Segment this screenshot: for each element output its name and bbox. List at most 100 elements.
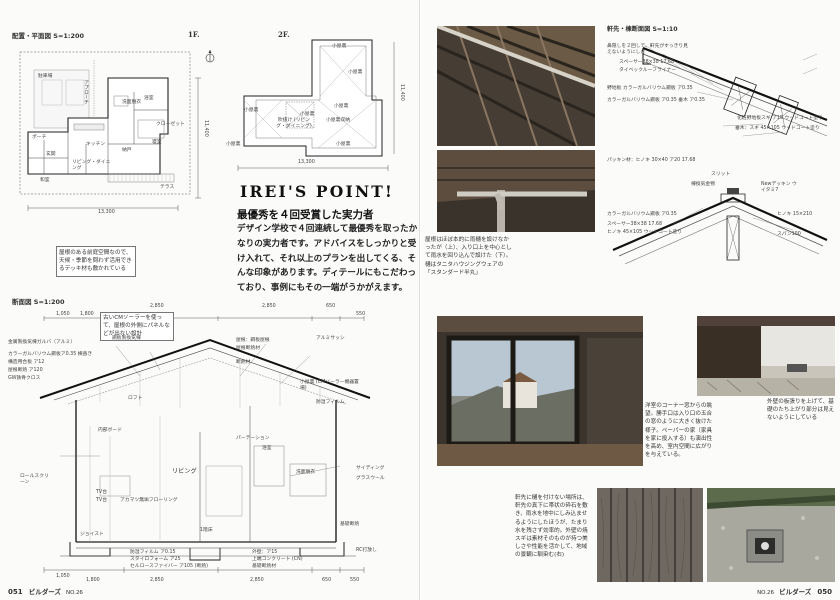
point-headline: 最優秀を４回受賞した実力者	[237, 209, 374, 221]
photo-gutter	[437, 150, 595, 232]
plan-note: 屋根のある前庭空間なので、天候・季節を問わず活用できるデッキ材も敷かれている	[56, 246, 136, 277]
plan-room-bedroom: 寝室	[152, 140, 162, 145]
plan-room-bath: 浴室	[144, 96, 154, 101]
detail-label-top-0: 鼻隠しを２回して、軒先がすっきり見えないようにした	[607, 44, 688, 55]
section-callout-r-insul: 断熱材	[236, 360, 251, 365]
plan2-room-a: 小屋裏	[332, 44, 347, 49]
section-note-concrete: 上端コンクリート (CN)	[252, 557, 303, 562]
section-dim-bot-6: 550	[350, 578, 360, 583]
detail-label-top-6: 化粧野地板スギ ア15 ウッドコート塗り	[737, 116, 823, 121]
detail-label-top-2: タイベックルーフライナー	[619, 68, 677, 73]
photo-eave-underside	[437, 26, 595, 146]
footer-issue-right: NO.26	[757, 590, 775, 596]
plan2-room-g: 小屋裏収納	[326, 118, 350, 123]
section-room-loft: ロフト	[128, 396, 143, 401]
plan-room-porch: ポーチ	[32, 135, 47, 140]
footer-issue: NO.26	[65, 590, 83, 596]
caption-base-wall: 外壁の板張りを上げて、基礎のたち上がり部分は見えないようにしている	[767, 399, 835, 422]
section-room-partition: パーテーション	[236, 436, 270, 441]
detail-label-bot-6: ヒノキ 45×105 ウッドコート塗り	[607, 230, 683, 235]
photo-wood-siding	[597, 488, 703, 582]
floor-plan-2f	[237, 39, 395, 171]
section-dim-top-5: 650	[326, 304, 336, 309]
section-callout-r-siding: サイディング	[356, 466, 385, 471]
footer-magazine: ビルダーズ	[28, 588, 61, 596]
section-callout-r-attic: 小屋裏 (CMソーラー機器置場)	[300, 380, 359, 391]
plan-room-kitchen: キッチン	[86, 142, 106, 147]
section-room-living: リビング	[172, 468, 197, 475]
detail-label-bot-4: ヒノキ 15×210	[777, 212, 813, 217]
section-dim-top-6: 550	[356, 312, 366, 317]
plan-room-living: リビング・ダイニング	[72, 160, 111, 171]
point-body: デザイン学校で４回連続して最優秀を取ったかなりの実力者です。アドバイスをしっかり…	[237, 224, 418, 294]
north-arrow-icon	[205, 50, 215, 63]
section-dim-bot-2: 1,800	[86, 578, 100, 583]
section-title: 断面図 S=1:200	[12, 298, 65, 306]
section-note-baseinsul: 基礎断熱材	[252, 564, 276, 569]
section-callout-plywood: 構造用合板 ア12	[8, 360, 45, 365]
section-callout-r-rc: RC打放し	[356, 548, 377, 553]
detail-label-top-4: カラーガルバリウム鋼板 ア0.35 垂木 ア0.35	[607, 98, 705, 103]
footer-page-number-right: 050	[817, 588, 832, 596]
detail-label-bot-3: カラーガルバリウム鋼板 ア0.35	[607, 212, 677, 217]
floor1-label: 1F.	[188, 30, 200, 39]
plan-room-approach: アプローチ	[83, 80, 88, 104]
detail-label-bot-2: Newデッキン ウイタミ7	[761, 182, 797, 193]
section-callout-gw: GW鉄骨クロス	[8, 376, 41, 381]
section-room-wash: 洗面脱衣	[296, 470, 316, 475]
plan2-room-f: 小屋裏	[226, 142, 241, 147]
section-callout-tv: TV台	[96, 498, 108, 503]
plan-room-parking: 駐車場	[38, 74, 53, 79]
plan2-dim-height: 11,400	[399, 84, 404, 101]
plan2-dim-width: 13,300	[298, 160, 315, 165]
point-title: IREI'S POINT!	[240, 182, 395, 201]
section-dim-bot-4: 2,850	[250, 578, 264, 583]
plan2-room-d: 小屋裏	[300, 112, 315, 117]
detail-title: 軒先・棟断面図 S=1:10	[607, 26, 678, 33]
left-page: 配置・平面図 S=1:200 1F. 駐車場 アプローチ ポーチ 玄関 和室 キ…	[8, 0, 420, 600]
section-note-film: 防湿フィルム ア0.15	[130, 550, 176, 555]
detail-label-bot-0: スリット	[711, 172, 731, 177]
section-dim-bot-1: 1,050	[56, 574, 70, 579]
section-dim-bot-3: 2,850	[150, 578, 164, 583]
section-dim-bot-5: 650	[322, 578, 332, 583]
plan2-room-h: 小屋裏	[336, 142, 351, 147]
plan-title: 配置・平面図 S=1:200	[12, 32, 85, 40]
plan-dim-height: 11,400	[203, 120, 208, 137]
section-callout-r-sash: アルミサッシ	[316, 336, 345, 341]
detail-label-bot-5: スペーサー38×38 17.68	[607, 222, 663, 227]
caption-eave-gravel: 軒先に樋を付けない場所は、軒先の真下に帯状の砕石を敷き、雨水を地中にしみ込ませる…	[515, 495, 588, 559]
detail-drawing-ridge	[612, 188, 828, 265]
section-callout-vent: 金属製換気棟ガルバ（アルミ）	[8, 340, 76, 345]
footer-left: 051 ビルダーズ NO.26	[8, 586, 83, 596]
detail-label-bot-1: 棟換気金物	[691, 182, 715, 187]
right-page: 屋根はほぼ本的に雨樋を設けなかったが（上）、入り口上を中心として雨水を回り込んで…	[421, 0, 840, 600]
section-callout-board: 内部ボード	[98, 428, 122, 433]
plan2-room-e: 小屋裏	[334, 104, 349, 109]
footer-right: NO.26 ビルダーズ 050	[757, 586, 832, 596]
photo-corner-window	[437, 316, 643, 466]
plan2-room-void: 吹抜け (リビング・ダイニング)	[276, 118, 312, 129]
section-callout-ridge: 鋼板製換気棟	[112, 336, 141, 341]
section-callout-floor: アカマツ無垢フローリング	[120, 498, 178, 503]
plan-room-washitsu: 和室	[40, 178, 50, 183]
section-room-bath: 浴室	[262, 446, 272, 451]
section-dim-top-4: 2,850	[262, 304, 276, 309]
section-callout-galva: カラーガルバリウム鋼板ア0.35 横葺き	[8, 352, 93, 357]
section-callout-joist: ジョイスト	[80, 532, 104, 537]
section-callout-r-roofinsul: 屋根断熱材	[236, 346, 260, 351]
detail-drawing-eave	[642, 43, 828, 137]
section-callout-solar: 古いCMソーラーを使って、屋根の外側にパネルなどが出ない設計	[100, 312, 174, 341]
section-note-exterior: 外壁：ア15	[252, 550, 278, 555]
floor2-label: 2F.	[278, 30, 290, 39]
photo-gravel-drain	[707, 488, 835, 582]
section-callout-r-film: 防湿フィルム	[316, 400, 345, 405]
plan2-room-c: 小屋裏	[244, 108, 259, 113]
plan-room-terrace: テラス	[160, 185, 175, 190]
section-drawing	[39, 316, 371, 573]
section-room-floor: 1階床	[200, 528, 213, 533]
footer-page-number: 051	[8, 588, 23, 596]
footer-magazine-right: ビルダーズ	[779, 588, 812, 596]
detail-label-top-7: パッキン材：ヒノキ 30×40 ア20 17.68	[607, 158, 696, 163]
section-callout-roll: ロールスクリーン	[20, 474, 49, 485]
